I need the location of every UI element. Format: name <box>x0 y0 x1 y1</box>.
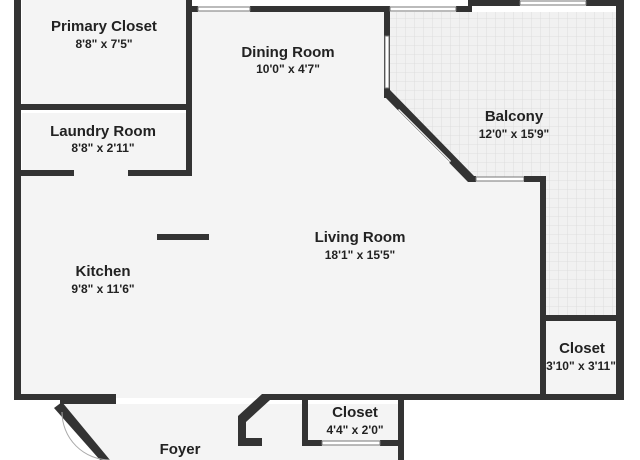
main-floor <box>19 8 540 398</box>
window-top-dining <box>197 6 251 12</box>
wall-balcony-bottom-left <box>468 176 476 182</box>
closet-bottom-name: Closet <box>332 404 378 421</box>
primary-closet-dims: 8'8" x 7'5" <box>75 37 132 51</box>
wall-living-right <box>540 176 546 400</box>
wall-top-left <box>190 6 198 12</box>
window-bottom-closet <box>321 440 381 446</box>
closet-right-name: Closet <box>559 340 605 357</box>
dining-room-name: Dining Room <box>241 44 334 61</box>
wall-top-right <box>456 6 472 12</box>
window-top-mid <box>389 6 457 12</box>
window-dining-balcony <box>384 35 390 89</box>
wall-laundry-bottom-left <box>14 170 74 176</box>
walls <box>14 0 624 460</box>
kitchen-dims: 9'8" x 11'6" <box>71 282 134 296</box>
balcony-name: Balcony <box>485 108 544 125</box>
door-arc-foyer <box>61 411 111 460</box>
laundry-room-floor <box>22 113 190 173</box>
wall-top-far2 <box>586 0 620 6</box>
wall-foyer-diagonal <box>54 402 110 460</box>
wall-laundry-bottom-right <box>128 170 192 176</box>
wall-bottom-closet-left <box>302 400 308 446</box>
wall-primary-closet-bottom <box>14 104 192 110</box>
window-top-balcony <box>519 0 587 6</box>
wall-right-outer <box>616 0 624 400</box>
wall-diagonal <box>384 90 474 182</box>
room-labels: Primary Closet 8'8" x 7'5" Dining Room 1… <box>50 18 616 458</box>
wall-primary-closet-right <box>186 0 192 110</box>
wall-balcony-bottom-right <box>524 176 546 182</box>
foyer-floor <box>60 404 240 460</box>
foyer-name: Foyer <box>160 441 201 458</box>
closet-right-dims: 3'10" x 3'11" <box>546 359 616 373</box>
living-room-dims: 18'1" x 15'5" <box>325 248 395 262</box>
bottom-closet-floor <box>306 404 400 460</box>
floor-areas <box>19 0 617 460</box>
wall-right-closet-top <box>546 315 616 321</box>
right-closet-floor <box>545 318 617 396</box>
laundry-room-dims: 8'8" x 2'11" <box>71 141 134 155</box>
closet-bottom-dims: 4'4" x 2'0" <box>326 423 383 437</box>
wall-laundry-right <box>186 110 192 176</box>
kitchen-name: Kitchen <box>75 263 130 280</box>
sliding-door-diagonal-edge <box>397 109 451 163</box>
wall-bottom-closet-floor2 <box>380 440 404 446</box>
dining-room-dims: 10'0" x 4'7" <box>256 62 320 76</box>
window-balcony-bottom <box>475 176 525 182</box>
wall-foyer-top <box>60 398 116 404</box>
living-room-name: Living Room <box>315 229 406 246</box>
wall-top-far <box>468 0 520 6</box>
laundry-room-name: Laundry Room <box>50 123 156 140</box>
wall-bottom-closet-floor <box>302 440 322 446</box>
wall-left-outer <box>14 0 21 398</box>
balcony-floor <box>390 12 617 318</box>
wall-living-bottom-right <box>268 394 624 400</box>
wall-living-bottom <box>14 394 116 400</box>
primary-closet-name: Primary Closet <box>51 18 157 35</box>
kitchen-counter <box>157 234 209 240</box>
door-swings <box>61 411 111 460</box>
wall-foyer-inner <box>238 394 270 446</box>
primary-closet-floor <box>22 0 190 106</box>
wall-bottom-closet-right <box>398 400 404 460</box>
wall-top-mid <box>250 6 390 12</box>
balcony-dims: 12'0" x 15'9" <box>479 127 549 141</box>
